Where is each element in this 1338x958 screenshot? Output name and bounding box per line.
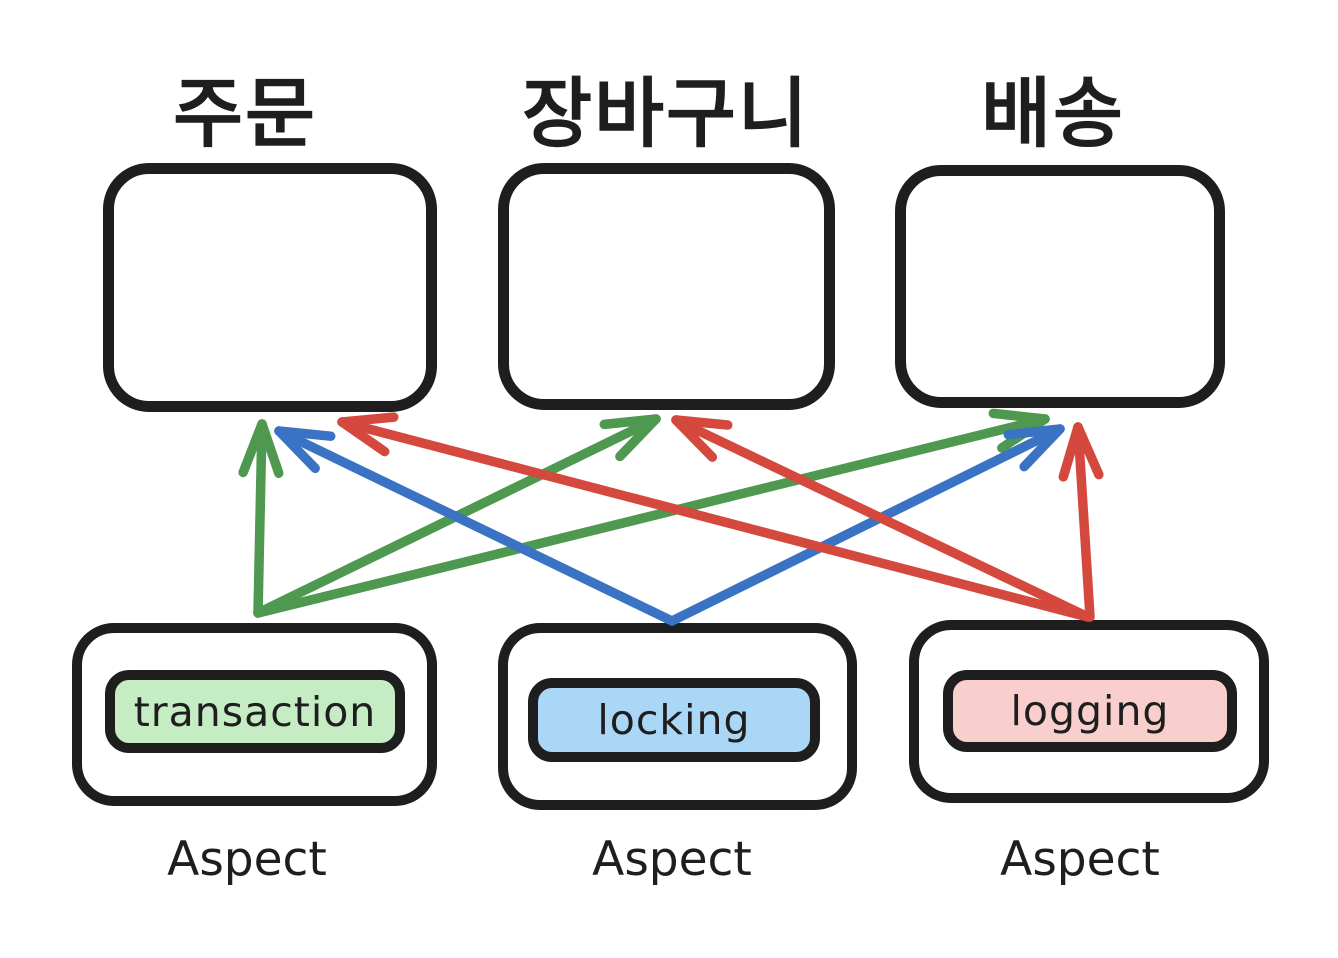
aspect-chip-locking: locking [528, 678, 820, 762]
aspect-chip-label: logging [1010, 687, 1170, 735]
aspect-chip-label: locking [597, 696, 751, 744]
aspect-chip-logging: logging [943, 670, 1237, 752]
arrow-transaction-to-delivery [253, 408, 1050, 618]
domain-box-delivery [895, 165, 1225, 408]
domain-title-delivery: 배송 [981, 69, 1125, 158]
domain-box-order [103, 163, 437, 412]
aspect-chip-transaction: transaction [105, 670, 405, 753]
arrow-logging-to-delivery [1058, 422, 1104, 622]
domain-title-order: 주문 [173, 69, 317, 158]
domain-title-cart: 장바구니 [522, 69, 810, 158]
arrow-logging-to-cart [671, 415, 1093, 622]
aspect-caption-locking: Aspect [592, 832, 752, 887]
aspect-caption-transaction: Aspect [167, 832, 327, 887]
arrow-transaction-to-cart [253, 414, 661, 618]
arrow-logging-to-order [337, 412, 1093, 622]
arrow-locking-to-delivery [667, 424, 1065, 626]
domain-box-cart [498, 163, 835, 410]
arrow-transaction-to-order [238, 419, 284, 618]
aspect-chip-label: transaction [133, 687, 377, 736]
arrow-locking-to-order [274, 426, 677, 626]
aspect-caption-logging: Aspect [1000, 832, 1160, 887]
